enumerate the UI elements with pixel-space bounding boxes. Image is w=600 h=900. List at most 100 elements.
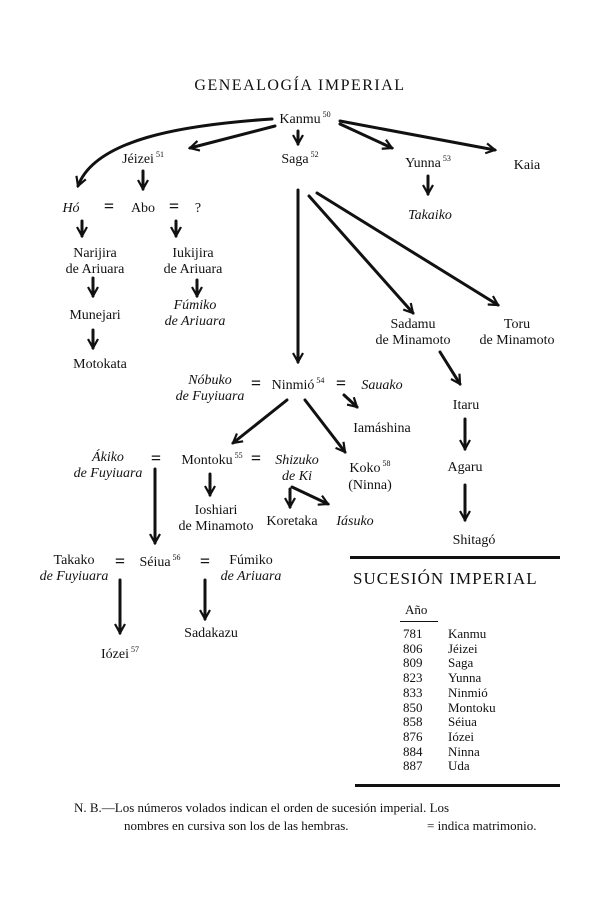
person-koretaka: Koretaka — [266, 514, 318, 529]
succession-year: 809 — [403, 655, 423, 671]
marriage-symbol: = — [199, 551, 211, 571]
succession-number: 54 — [316, 376, 325, 385]
succession-number: 55 — [234, 451, 243, 460]
person-sadakazu: Sadakazu — [184, 626, 238, 641]
person-name: Montoku — [181, 453, 233, 468]
succession-year: 850 — [403, 699, 423, 715]
person-family: de Ariuara — [65, 262, 125, 277]
person-agaru: Agaru — [447, 460, 483, 475]
person-family: de Minamoto — [178, 519, 254, 534]
arrow-kanmu-jeizei — [190, 124, 277, 148]
person-era-name: (Ninna) — [348, 478, 392, 493]
arrow-kanmu-kaia — [338, 119, 495, 150]
person-family: de Minamoto — [375, 333, 451, 348]
person-name: Sadamu — [390, 317, 436, 332]
succession-row: 833 Ninmió — [403, 684, 496, 701]
person-iamashina: Iamáshina — [353, 421, 411, 436]
person-name: Ninmió — [271, 378, 315, 393]
person-name: Séiua — [139, 555, 171, 570]
succession-number: 57 — [130, 645, 139, 654]
marriage-symbol: = — [114, 551, 126, 571]
arrow-sadamu-itaru — [438, 350, 462, 384]
person-name: Fúmiko — [173, 298, 217, 313]
arrow-ninmio-koko — [303, 398, 347, 452]
succession-number: 53 — [442, 154, 451, 163]
succession-number: 56 — [172, 553, 181, 562]
person-ho: Hó — [62, 201, 80, 216]
person-unknown: ? — [194, 201, 202, 216]
arrow-saga-sadamu — [307, 194, 413, 313]
arrow-saga-toru — [315, 191, 498, 307]
succession-number: 51 — [155, 150, 164, 159]
person-kaia: Kaia — [513, 158, 541, 173]
person-itaru: Itaru — [452, 398, 480, 413]
marriage-symbol: = — [103, 196, 115, 216]
person-name: Koko — [349, 461, 381, 476]
succession-year: 884 — [403, 743, 423, 759]
person-family: de Ki — [282, 469, 312, 484]
person-name: Jéizei — [122, 152, 154, 167]
arrow-shizuko-iasuko — [290, 485, 328, 504]
succession-emperor: Iózei — [448, 728, 474, 744]
person-name: Nóbuko — [188, 373, 232, 388]
marriage-symbol: = — [250, 448, 262, 468]
person-name: Toru — [503, 317, 531, 332]
person-name: Ákiko — [92, 450, 124, 465]
arrow-sauako-iamashina — [342, 393, 357, 407]
person-name: Narijira — [73, 246, 117, 261]
succession-number: 52 — [310, 150, 319, 159]
succession-emperor: Jéizei — [448, 640, 478, 656]
person-name: Iukijira — [172, 246, 214, 261]
person-name: Takako — [53, 553, 95, 568]
succession-emperor: Montoku — [448, 699, 496, 715]
succession-emperor: Kanmu — [448, 626, 487, 641]
succession-emperor: Saga — [448, 655, 474, 671]
footnote-line-2: nombres en cursiva son los de las hembra… — [124, 818, 349, 833]
person-family: de Minamoto — [479, 333, 555, 348]
succession-emperor: Yunna — [448, 670, 482, 686]
year-header-underline — [400, 621, 438, 622]
person-family: de Ariuara — [163, 262, 223, 277]
succession-emperor: Séiua — [448, 714, 477, 730]
marriage-symbol: = — [335, 373, 347, 393]
person-name: Shizuko — [275, 453, 319, 468]
person-family: de Ariuara — [220, 569, 282, 584]
person-family: de Fuyiuara — [39, 569, 109, 584]
person-name: Fúmiko — [229, 553, 273, 568]
person-iasuko: Iásuko — [336, 514, 374, 529]
succession-year: 833 — [403, 684, 423, 700]
succession-emperor: Ninmió — [448, 684, 488, 700]
succession-emperor: Ninna — [448, 743, 480, 759]
succession-year: 876 — [403, 728, 423, 744]
marriage-symbol: = — [150, 448, 162, 468]
person-motokata: Motokata — [73, 357, 127, 372]
arrow-kanmu-yunna — [338, 122, 392, 148]
marriage-symbol: = — [168, 196, 180, 216]
person-name: Ioshiari — [194, 503, 238, 518]
person-abo: Abo — [130, 201, 156, 216]
person-family: de Fuyiuara — [73, 466, 143, 481]
person-name: Yunna — [405, 156, 441, 171]
succession-year: 806 — [403, 640, 423, 656]
person-takaiko: Takaiko — [408, 208, 452, 223]
